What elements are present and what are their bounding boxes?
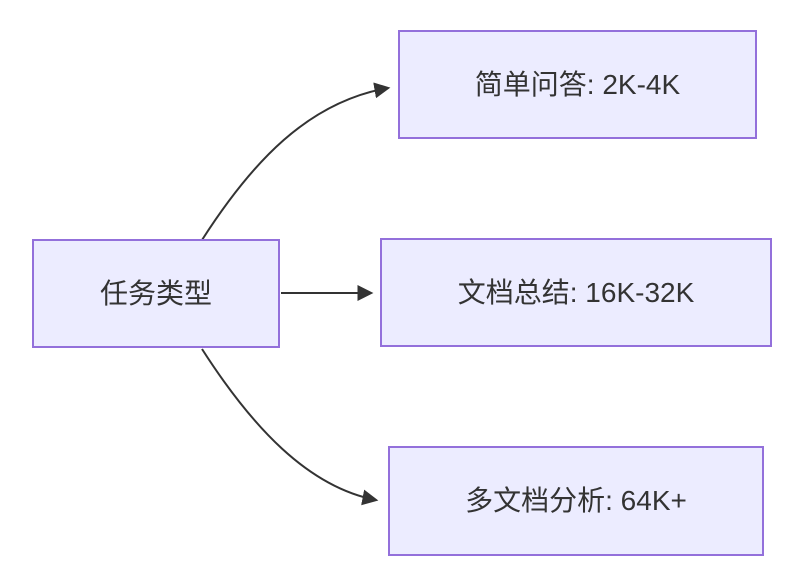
edge-task-to-multi-doc (201, 348, 379, 506)
edge-task-to-simple-qa (201, 82, 391, 241)
node-multi-doc-analysis: 多文档分析: 64K+ (388, 446, 764, 556)
node-simple-qa-label: 简单问答: 2K-4K (474, 68, 681, 100)
node-doc-summary: 文档总结: 16K-32K (380, 238, 772, 347)
node-multi-doc-analysis-label: 多文档分析: 64K+ (465, 485, 687, 517)
node-task-type: 任务类型 (32, 239, 280, 348)
node-doc-summary-label: 文档总结: 16K-32K (457, 276, 695, 308)
node-simple-qa: 简单问答: 2K-4K (398, 30, 757, 139)
node-task-type-label: 任务类型 (99, 277, 212, 309)
